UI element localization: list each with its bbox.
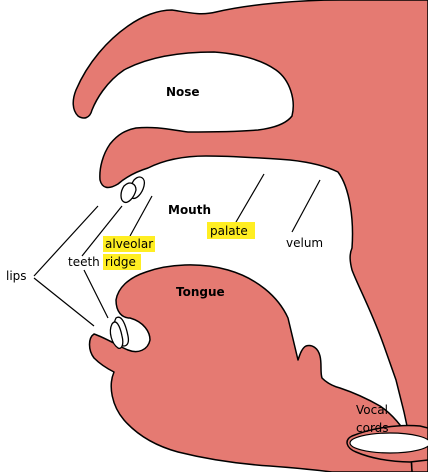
label-alveolar-line2: ridge	[105, 255, 136, 269]
lips-pointer-lower	[34, 278, 94, 326]
teeth-pointer-lower	[84, 270, 108, 318]
label-mouth: Mouth	[168, 203, 211, 217]
label-alveolar-line1: alveolar	[105, 237, 153, 251]
label-vocal-line1: Vocal	[356, 403, 388, 417]
palate-pointer	[236, 174, 264, 222]
vocal-cords-shape	[350, 433, 428, 453]
label-lips: lips	[6, 269, 27, 283]
label-vocal-line2: cords	[356, 421, 389, 435]
label-tongue: Tongue	[176, 285, 225, 299]
label-velum: velum	[286, 236, 323, 250]
label-nose: Nose	[166, 85, 200, 99]
upper-tooth-back	[121, 183, 136, 202]
velum-pointer	[292, 180, 320, 232]
label-palate: palate	[210, 224, 248, 238]
alveolar-pointer	[130, 196, 152, 236]
label-teeth: teeth	[68, 255, 100, 269]
